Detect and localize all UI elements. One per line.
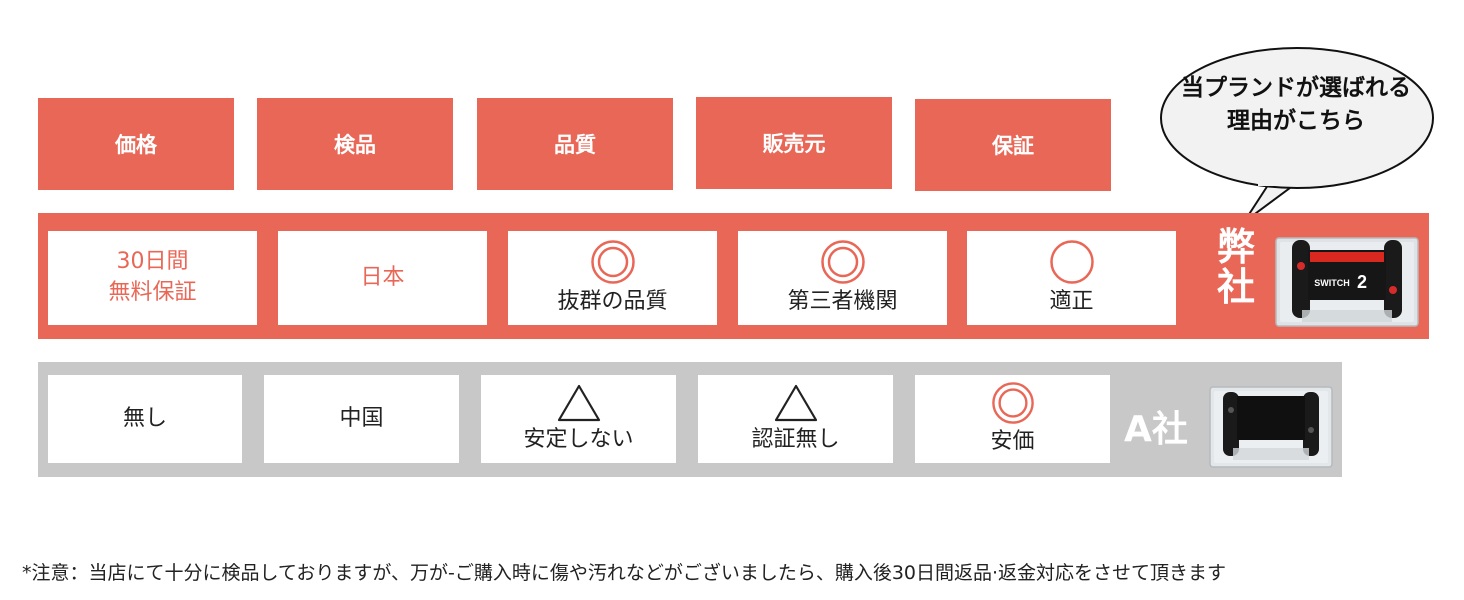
console-image bbox=[1209, 386, 1333, 468]
our-quality-text: 抜群の品質 bbox=[557, 288, 668, 314]
a-inspection-text: 中国 bbox=[339, 405, 384, 431]
double-circle-icon bbox=[991, 381, 1034, 424]
our-price-text: 適正 bbox=[1049, 288, 1094, 314]
a-warranty-text: 無し bbox=[122, 405, 167, 431]
triangle-icon bbox=[557, 384, 600, 421]
header-warranty: 保証 bbox=[915, 99, 1111, 191]
double-circle-icon bbox=[820, 239, 865, 284]
header-price: 価格 bbox=[38, 98, 234, 190]
our-seller-cell: 第三者機関 bbox=[738, 231, 947, 325]
header-inspection-label: 検品 bbox=[334, 133, 376, 157]
header-inspection: 検品 bbox=[257, 98, 453, 190]
a-quality-cell: 安定しない bbox=[481, 375, 676, 463]
header-price-label: 価格 bbox=[115, 133, 157, 157]
header-seller: 販売元 bbox=[696, 97, 892, 189]
disclaimer-note: *注意：当店にて十分に検品しておりますが、万が-ご購入時に傷や汚れなどがございま… bbox=[22, 562, 1227, 584]
header-warranty-label: 保証 bbox=[992, 134, 1034, 158]
our-warranty-line2: 無料保証 bbox=[108, 280, 197, 305]
double-circle-icon bbox=[590, 239, 635, 284]
our-price-cell: 適正 bbox=[967, 231, 1176, 325]
our-inspection-cell: 日本 bbox=[278, 231, 487, 325]
a-company-row bbox=[38, 362, 1342, 477]
speech-bubble-line1: 当プランドが選ばれる bbox=[1181, 75, 1411, 101]
our-company-label-line1: 弊 bbox=[1216, 225, 1255, 269]
our-company-label-line2: 社 bbox=[1216, 264, 1255, 309]
header-seller-label: 販売元 bbox=[762, 132, 826, 156]
circle-icon bbox=[1049, 239, 1094, 284]
a-price-text: 安価 bbox=[990, 428, 1035, 454]
header-quality-label: 品質 bbox=[554, 133, 596, 157]
our-inspection-text: 日本 bbox=[360, 264, 405, 290]
a-quality-text: 安定しない bbox=[523, 426, 634, 452]
a-inspection-cell: 中国 bbox=[264, 375, 459, 463]
triangle-icon bbox=[774, 384, 817, 421]
our-quality-cell: 抜群の品質 bbox=[508, 231, 717, 325]
our-company-label: 弊 社 bbox=[1212, 225, 1260, 309]
switch2-console-image: SWITCH 2 bbox=[1275, 237, 1419, 327]
speech-bubble-text: 当プランドが選ばれる 理由がこちら bbox=[1160, 72, 1432, 139]
a-company-label: A社 bbox=[1124, 400, 1188, 452]
switch2-device-label: SWITCH bbox=[1314, 278, 1350, 288]
switch2-device-number: 2 bbox=[1357, 272, 1367, 292]
header-quality: 品質 bbox=[477, 98, 673, 190]
our-warranty-cell: 30日間 無料保証 bbox=[48, 231, 257, 325]
speech-bubble-line2: 理由がこちら bbox=[1227, 108, 1365, 135]
a-company-label-text: A社 bbox=[1124, 409, 1188, 450]
a-price-cell: 安価 bbox=[915, 375, 1110, 463]
a-seller-text: 認証無し bbox=[751, 426, 840, 452]
our-company-row bbox=[38, 213, 1429, 339]
a-warranty-cell: 無し bbox=[48, 375, 242, 463]
speech-bubble bbox=[1160, 47, 1434, 223]
our-seller-text: 第三者機関 bbox=[787, 288, 898, 314]
a-seller-cell: 認証無し bbox=[698, 375, 893, 463]
our-warranty-line1: 30日間 bbox=[116, 249, 189, 275]
